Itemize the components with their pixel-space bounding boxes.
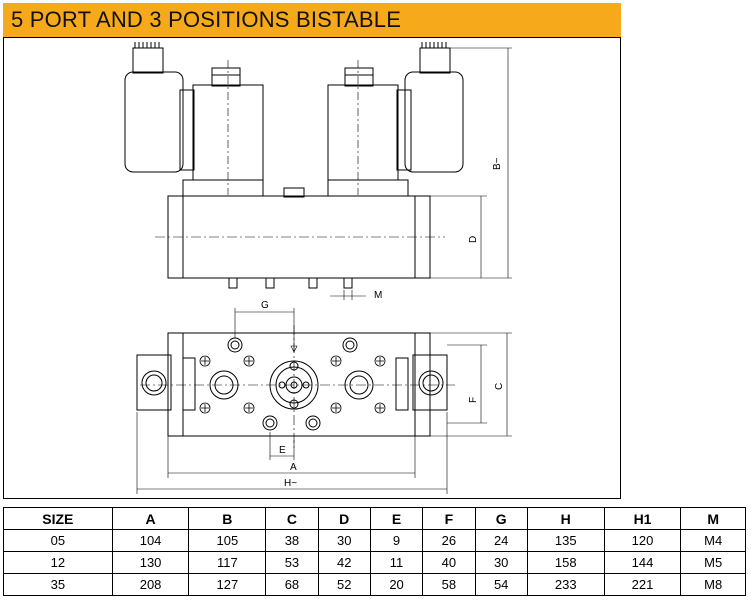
title-bar: 5 PORT AND 3 POSITIONS BISTABLE <box>3 3 621 37</box>
table-cell: 104 <box>111 529 190 552</box>
col-header: F <box>422 507 476 530</box>
table-cell: 35 <box>3 573 113 596</box>
dim-label-a: A <box>290 462 297 473</box>
table-cell: 30 <box>474 551 528 574</box>
table-cell: 105 <box>188 529 267 552</box>
specs-table: SIZE A B C D E F G H H1 M 05 104 105 38 … <box>3 507 746 596</box>
table-cell: 130 <box>111 551 190 574</box>
table-cell: 135 <box>526 529 605 552</box>
dim-label-c: C <box>494 383 505 390</box>
table-cell: 20 <box>369 573 424 596</box>
dim-label-m: M <box>374 290 382 301</box>
dim-label-d: D <box>468 236 479 243</box>
col-header: M <box>680 507 746 530</box>
table-cell: M8 <box>680 573 746 596</box>
col-header: D <box>317 507 371 530</box>
table-header-row: SIZE A B C D E F G H H1 M <box>3 507 746 530</box>
table-cell: 233 <box>526 573 605 596</box>
valve-body-front <box>155 195 445 289</box>
dim-label-e: E <box>279 445 286 456</box>
col-header: C <box>265 507 319 530</box>
table-cell: 12 <box>3 551 113 574</box>
technical-drawing: B~ D M G C F E A H~ <box>124 42 512 494</box>
col-header: G <box>474 507 528 530</box>
table-row: 05 104 105 38 30 9 26 24 135 120 M4 <box>3 529 746 552</box>
dim-label-g: G <box>261 300 269 311</box>
table-cell: 144 <box>603 551 682 574</box>
col-header: A <box>111 507 190 530</box>
table-row: 12 130 117 53 42 11 40 30 158 144 M5 <box>3 551 746 574</box>
col-header: H <box>526 507 605 530</box>
table-cell: 52 <box>317 573 371 596</box>
table-cell: 11 <box>369 551 424 574</box>
dim-label-f: F <box>468 397 479 403</box>
table-cell: 158 <box>526 551 605 574</box>
table-cell: M4 <box>680 529 746 552</box>
table-cell: 53 <box>265 551 319 574</box>
table-cell: 42 <box>317 551 371 574</box>
dim-label-h: H~ <box>284 478 297 489</box>
table-cell: 24 <box>474 529 528 552</box>
table-cell: 117 <box>188 551 267 574</box>
dim-label-b: B~ <box>492 157 503 170</box>
table-cell: 9 <box>369 529 424 552</box>
col-header: E <box>369 507 424 530</box>
table-cell: 127 <box>188 573 267 596</box>
table-cell: 208 <box>111 573 190 596</box>
table-cell: 30 <box>317 529 371 552</box>
table-cell: M5 <box>680 551 746 574</box>
valve-body-top <box>136 325 455 450</box>
table-cell: 05 <box>3 529 113 552</box>
table-row: 35 208 127 68 52 20 58 54 233 221 M8 <box>3 573 746 596</box>
table-cell: 221 <box>603 573 682 596</box>
right-solenoid <box>327 42 464 197</box>
drawing-frame <box>3 37 621 499</box>
col-header: H1 <box>603 507 682 530</box>
table-cell: 38 <box>265 529 319 552</box>
col-header: B <box>188 507 267 530</box>
table-cell: 68 <box>265 573 319 596</box>
table-cell: 120 <box>603 529 682 552</box>
table-cell: 54 <box>474 573 528 596</box>
table-cell: 40 <box>422 551 476 574</box>
col-header: SIZE <box>3 507 113 530</box>
table-cell: 26 <box>422 529 476 552</box>
page-title: 5 PORT AND 3 POSITIONS BISTABLE <box>11 7 402 32</box>
left-solenoid <box>124 42 264 197</box>
table-cell: 58 <box>422 573 476 596</box>
